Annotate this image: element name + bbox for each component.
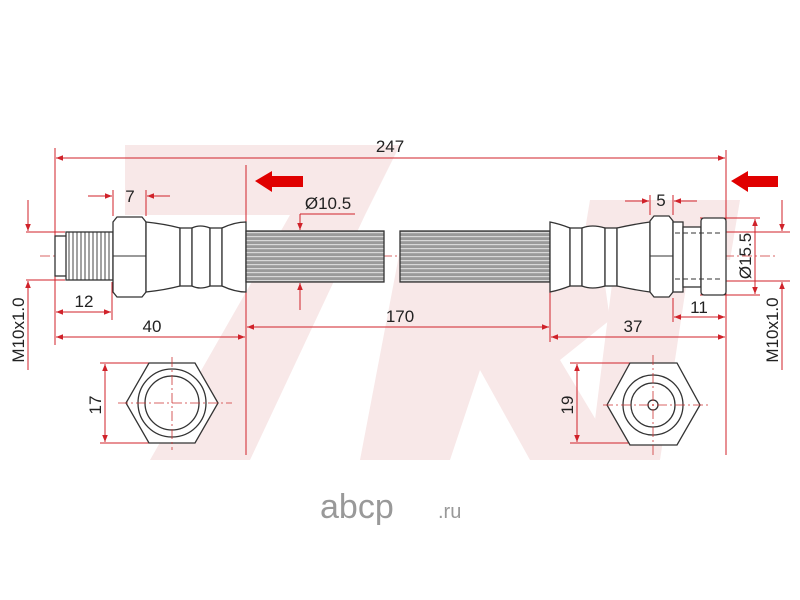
- right-fitting: [549, 215, 727, 298]
- right-thread-length-label: 11: [690, 298, 708, 317]
- right-fitting-diameter-label: Ø15.5: [736, 233, 755, 279]
- right-hex-end-view: [603, 355, 710, 455]
- right-hex-size-label: 19: [558, 396, 577, 415]
- hose: [245, 230, 551, 283]
- left-thread-length-label: 12: [75, 292, 94, 311]
- hose-length-label: 170: [386, 307, 414, 326]
- direction-arrow-left: [255, 171, 303, 192]
- right-thread-spec-label: M10x1.0: [763, 297, 782, 362]
- left-fitting: [54, 216, 247, 298]
- abcp-logo: abcp .ru: [320, 488, 461, 526]
- direction-arrow-right: [731, 171, 778, 192]
- dimension-lines: [25, 155, 785, 444]
- svg-text:.ru: .ru: [438, 501, 461, 523]
- svg-text:abcp: abcp: [320, 488, 394, 526]
- right-nut-width-label: 5: [656, 191, 665, 210]
- left-nut-width-label: 7: [125, 187, 134, 206]
- left-fitting-length-label: 40: [143, 317, 162, 336]
- hose-diameter-label: Ø10.5: [305, 194, 351, 213]
- left-hex-size-label: 17: [86, 396, 105, 415]
- left-hex-end-view: [118, 357, 232, 450]
- overall-length-label: 247: [376, 137, 404, 156]
- extension-lines: [26, 148, 790, 455]
- left-thread-spec-label: M10x1.0: [9, 297, 28, 362]
- right-fitting-length-label: 37: [624, 317, 643, 336]
